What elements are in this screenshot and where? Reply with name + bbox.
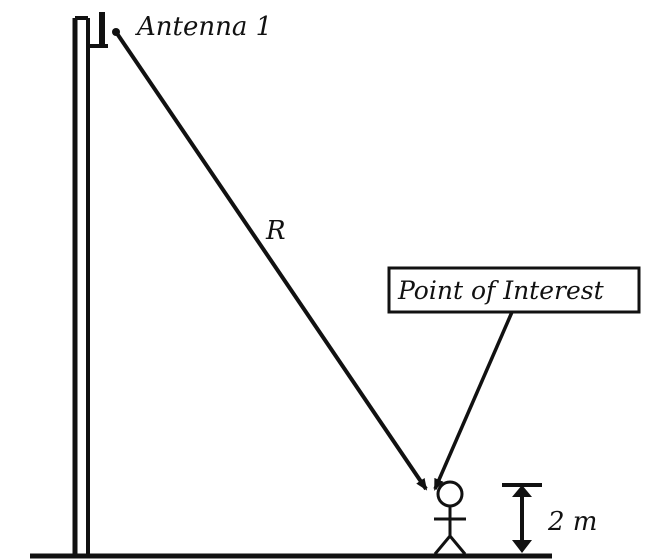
poi-pointer-line	[433, 311, 514, 491]
poi-label: Point of Interest	[397, 276, 605, 305]
range-line	[114, 30, 428, 491]
poi-label-box	[387, 266, 641, 314]
height-label: 2 m	[547, 507, 597, 537]
height-dimension	[502, 483, 542, 553]
antenna-element	[88, 12, 120, 48]
person-figure	[433, 480, 467, 555]
range-label: R	[265, 216, 286, 246]
antenna-mast	[72, 16, 90, 556]
antenna-label: Antenna 1	[135, 12, 272, 42]
